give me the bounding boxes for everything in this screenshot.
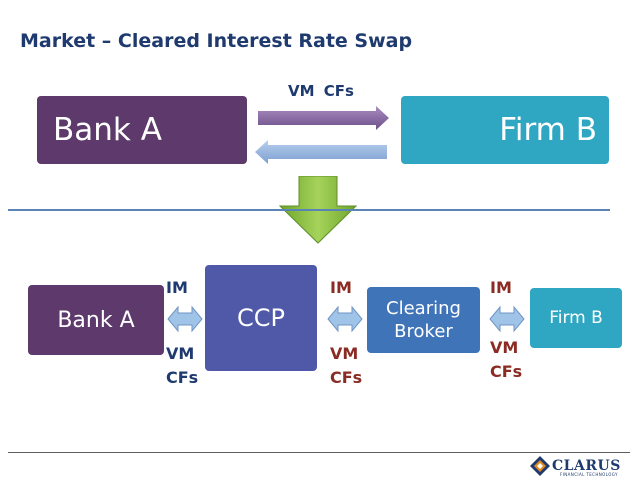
top-bank-a-box: Bank A: [37, 96, 247, 164]
clarus-logo-icon: [530, 456, 550, 476]
link3-cfs-label: CFs: [490, 362, 523, 381]
link1-vm-label: VM: [166, 344, 195, 363]
double-arrow-icon: [489, 305, 525, 333]
footer-divider: [8, 452, 630, 453]
double-arrow-icon: [327, 305, 363, 333]
ccp-box: CCP: [205, 265, 317, 371]
logo-wordmark: CLARUS: [552, 458, 621, 474]
link1-cfs-label: CFs: [166, 368, 199, 387]
page-title: Market – Cleared Interest Rate Swap: [20, 30, 413, 52]
double-arrow-icon: [167, 305, 203, 333]
top-vm-label: VM: [288, 82, 315, 100]
link3-im-label: IM: [490, 278, 512, 297]
top-flow-label: VM CFs: [288, 82, 354, 100]
link2-cfs-label: CFs: [330, 368, 363, 387]
clearing-broker-box: Clearing Broker: [367, 287, 480, 353]
logo-tagline: FINANCIAL TECHNOLOGY: [560, 472, 618, 477]
link2-vm-label: VM: [330, 344, 359, 363]
link2-im-label: IM: [330, 278, 352, 297]
top-cfs-label: CFs: [323, 82, 354, 100]
right-arrow-icon: [258, 106, 389, 130]
section-divider: [8, 209, 610, 211]
link3-vm-label: VM: [490, 338, 519, 357]
bottom-bank-a-box: Bank A: [28, 285, 164, 355]
top-firm-b-box: Firm B: [401, 96, 609, 164]
link1-im-label: IM: [166, 278, 188, 297]
left-arrow-icon: [255, 140, 387, 164]
bottom-firm-b-box: Firm B: [530, 288, 622, 348]
